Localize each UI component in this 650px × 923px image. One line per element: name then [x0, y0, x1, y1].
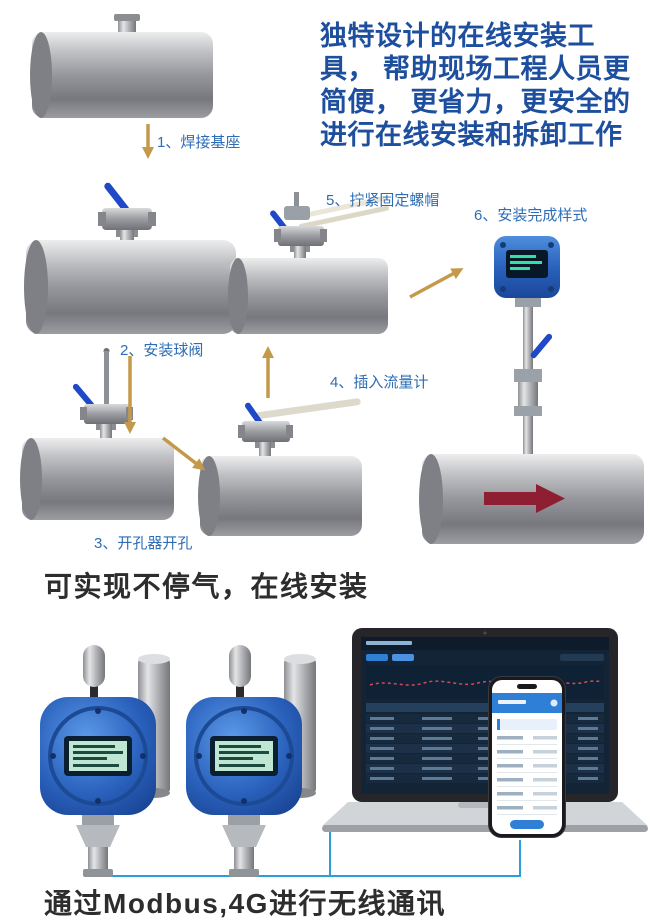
- pipe: [228, 258, 388, 334]
- gas-detector-right: [178, 645, 338, 880]
- step5-pipe-with-tightening-tool: [228, 192, 390, 334]
- phone-app-ui: [492, 693, 562, 829]
- weld-base-fitting: [114, 14, 140, 34]
- laptop-base-edge: [322, 825, 648, 832]
- dashboard-table-rows: [366, 714, 604, 783]
- step3-label: 3、开孔器开孔: [94, 535, 193, 552]
- drill-rod: [103, 348, 110, 406]
- step2-label: 2、安装球阀: [120, 342, 204, 359]
- step4-label: 4、插入流量计: [330, 374, 429, 391]
- valve-handle-blue: [72, 383, 95, 409]
- ball-valve: [72, 383, 133, 438]
- caption-wireless-communication: 通过Modbus,4G进行无线通讯: [44, 888, 446, 919]
- phone-action-button: [510, 820, 544, 829]
- ball-valve: [238, 398, 361, 456]
- tightening-tool: [284, 192, 390, 229]
- phone-camera-island: [517, 684, 537, 689]
- flowmeter-stem: [514, 298, 553, 454]
- laptop: [322, 628, 648, 832]
- phone-app-header: [492, 693, 562, 713]
- step1-welded-base-pipe: [30, 14, 213, 118]
- flowmeter-transmitter-head: [494, 236, 560, 298]
- tool-rods: [296, 195, 390, 229]
- flow-direction-arrow: [484, 484, 565, 513]
- dashboard-trend-line: [369, 679, 601, 686]
- smartphone: [488, 676, 566, 838]
- gas-detector-left: [32, 645, 192, 880]
- step3-pipe-with-hole-opener: [20, 348, 174, 520]
- laptop-base: [322, 802, 648, 826]
- step1-label: 1、焊接基座: [157, 134, 241, 151]
- valve-handle-blue: [104, 182, 130, 213]
- step5-label: 5、拧紧固定螺帽: [326, 192, 440, 209]
- ball-valve: [98, 182, 156, 242]
- caption-online-install: 可实现不停气，在线安装: [44, 571, 369, 602]
- pipe: [30, 32, 213, 118]
- step6-completed-installation: [419, 236, 644, 544]
- laptop-camera: [483, 631, 487, 635]
- pipe: [198, 456, 362, 536]
- step2-pipe-with-ball-valve: [24, 182, 236, 334]
- dashboard-table-header: [366, 703, 604, 712]
- valve-handle-blue: [244, 402, 264, 427]
- phone-table-rows: [497, 736, 557, 815]
- pipe: [20, 438, 174, 520]
- intro-text: 独特设计的在线安装工具， 帮助现场工程人员更简便， 更省力，更安全的进行在线安装…: [320, 21, 631, 150]
- valve-handle-blue: [530, 333, 553, 359]
- ball-valve: [270, 210, 327, 258]
- pipe: [24, 240, 236, 334]
- step6-label: 6、安装完成样式: [474, 207, 588, 224]
- valve-lever-long: [255, 398, 361, 420]
- step4-pipe-with-flowmeter-inserted: [198, 398, 362, 536]
